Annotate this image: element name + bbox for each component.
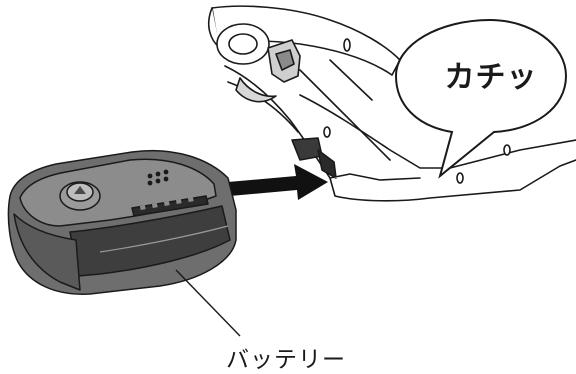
battery-label: バッテリー (206, 340, 366, 374)
insert-arrow-icon (228, 164, 328, 200)
battery-pack-icon (8, 151, 236, 295)
battery-leader-line (176, 270, 240, 336)
sound-effect-text: カチッ (436, 52, 546, 96)
